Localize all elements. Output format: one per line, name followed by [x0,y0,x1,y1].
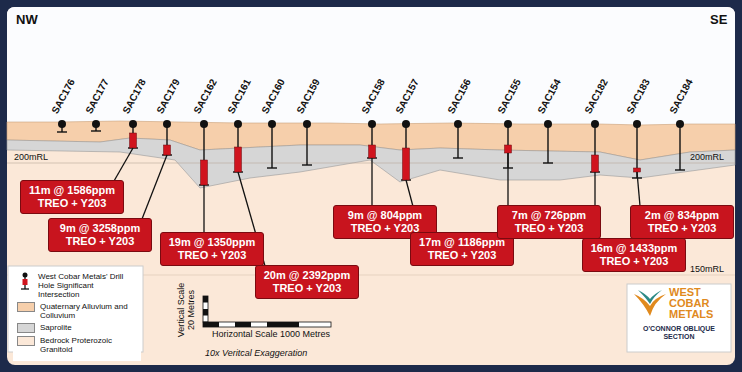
direction-label: SE [710,12,727,27]
logo-panel [627,284,731,352]
assay-result: 7m @ 726ppm TREO + Y203 [504,209,594,235]
scale-bar [203,296,331,327]
legend-entry: Bedrock Proterozoic Granitoid [17,336,137,354]
assay-result: 20m @ 2392ppm TREO + Y203 [262,269,352,295]
sky [7,7,735,125]
drill-hole-symbol [17,272,33,290]
scale-label: 10x Veritcal Exaggeration [205,348,307,358]
assay-result: 9m @ 3258ppm TREO + Y203 [55,222,145,248]
leader-lines [114,148,640,266]
assay-result: 11m @ 1586ppm TREO + Y203 [27,184,117,210]
legend-text: Quaternary Alluvium and Colluvium [40,302,137,320]
logo-box: WEST COBAR METALS O'CONNOR OBLIQUE SECTIO… [628,287,730,341]
intersection-callout: 16m @ 1433ppm TREO + Y203 [582,238,686,272]
bedrock [7,7,735,365]
logo-icon [634,290,666,316]
legend-swatch [17,302,35,312]
elevation-label: 200mRL [14,152,48,162]
legend-swatch [17,323,35,333]
legend: West Cobar Metals' Drill Hole Significan… [13,268,141,361]
intersection-callout: 9m @ 3258ppm TREO + Y203 [48,218,152,252]
intersection-callout: 20m @ 2392ppm TREO + Y203 [255,265,359,299]
assay-result: 17m @ 1186ppm TREO + Y203 [417,236,507,262]
rl-line [7,163,735,164]
assay-result: 16m @ 1433ppm TREO + Y203 [589,242,679,268]
intersection-callout: 2m @ 834ppm TREO + Y203 [630,205,734,239]
scale-label: Horizontal Scale 1000 Metres [212,329,330,339]
elevation-label: 200mRL [690,152,724,162]
assay-result: 19m @ 1350ppm TREO + Y203 [167,236,257,262]
drill-holes [57,120,685,185]
direction-label: NW [16,12,38,27]
section-title: O'CONNOR OBLIQUE SECTION [631,325,727,341]
legend-entry: Saprolite [17,323,137,333]
company-name: WEST COBAR METALS [669,287,729,320]
assay-result: 2m @ 834ppm TREO + Y203 [637,209,727,235]
legend-text: Saprolite [40,323,72,332]
legend-swatch [17,336,35,346]
intersection-callout: 7m @ 726ppm TREO + Y203 [497,205,601,239]
intersection-callout: 11m @ 1586ppm TREO + Y203 [20,180,124,214]
scale-label: Vertical Scale 20 Metres [176,278,196,342]
legend-text: Bedrock Proterozoic Granitoid [40,336,137,354]
legend-entry: Quaternary Alluvium and Colluvium [17,302,137,320]
elevation-label: 150mRL [690,264,724,274]
intersection-callout: 19m @ 1350ppm TREO + Y203 [160,232,264,266]
legend-text: West Cobar Metals' Drill Hole Significan… [38,272,137,299]
legend-entry: West Cobar Metals' Drill Hole Significan… [17,272,137,299]
